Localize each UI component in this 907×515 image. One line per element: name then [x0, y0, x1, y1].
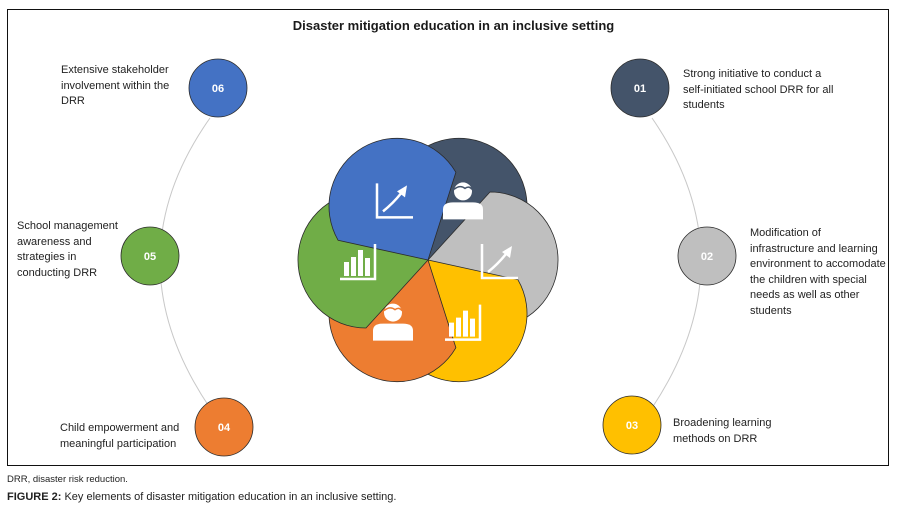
bar-chart-icon: [340, 244, 377, 281]
number-badge-label: 04: [218, 422, 231, 434]
petals-group: [297, 137, 559, 383]
petal-icons-group: [340, 182, 518, 341]
number-badge-label: 01: [634, 83, 646, 95]
number-badge-01: 01: [610, 58, 670, 118]
item-text-01: Strong initiative to conduct a self-init…: [683, 68, 834, 111]
number-badge-label: 03: [626, 420, 638, 432]
number-circles-group: 01 02 03 04 05 06: [120, 58, 737, 457]
bar-chart-icon: [445, 304, 482, 341]
number-badge-label: 02: [701, 251, 713, 263]
figure-caption: FIGURE 2: Key elements of disaster mitig…: [7, 491, 396, 503]
number-badge-04: 04: [194, 397, 254, 457]
item-text-02: Modification of infrastructure and learn…: [750, 227, 886, 317]
number-badge-02: 02: [677, 226, 737, 286]
item-text-05: School management awareness and strategi…: [17, 220, 118, 279]
number-badge-05: 05: [120, 226, 180, 286]
item-text-06: Extensive stakeholder involvement within…: [61, 64, 170, 107]
item-text-03: Broadening learning methods on DRR: [673, 417, 772, 445]
person-icon: [443, 182, 483, 220]
number-badge-label: 05: [144, 251, 156, 263]
item-text-04: Child empowerment and meaningful partici…: [60, 422, 180, 450]
caption-text: Key elements of disaster mitigation educ…: [61, 491, 397, 503]
caption-label: FIGURE 2:: [7, 491, 62, 503]
growth-chart-icon: [480, 244, 518, 280]
number-badge-03: 03: [602, 395, 662, 455]
person-icon: [373, 303, 413, 341]
abbreviation-note: DRR, disaster risk reduction.: [7, 474, 128, 485]
figure-frame: [7, 9, 889, 466]
number-badge-label: 06: [212, 83, 224, 95]
petal-06: [328, 137, 457, 261]
growth-chart-icon: [375, 183, 413, 219]
diagram-title: Disaster mitigation education in an incl…: [292, 18, 615, 33]
number-badge-06: 06: [188, 58, 248, 118]
